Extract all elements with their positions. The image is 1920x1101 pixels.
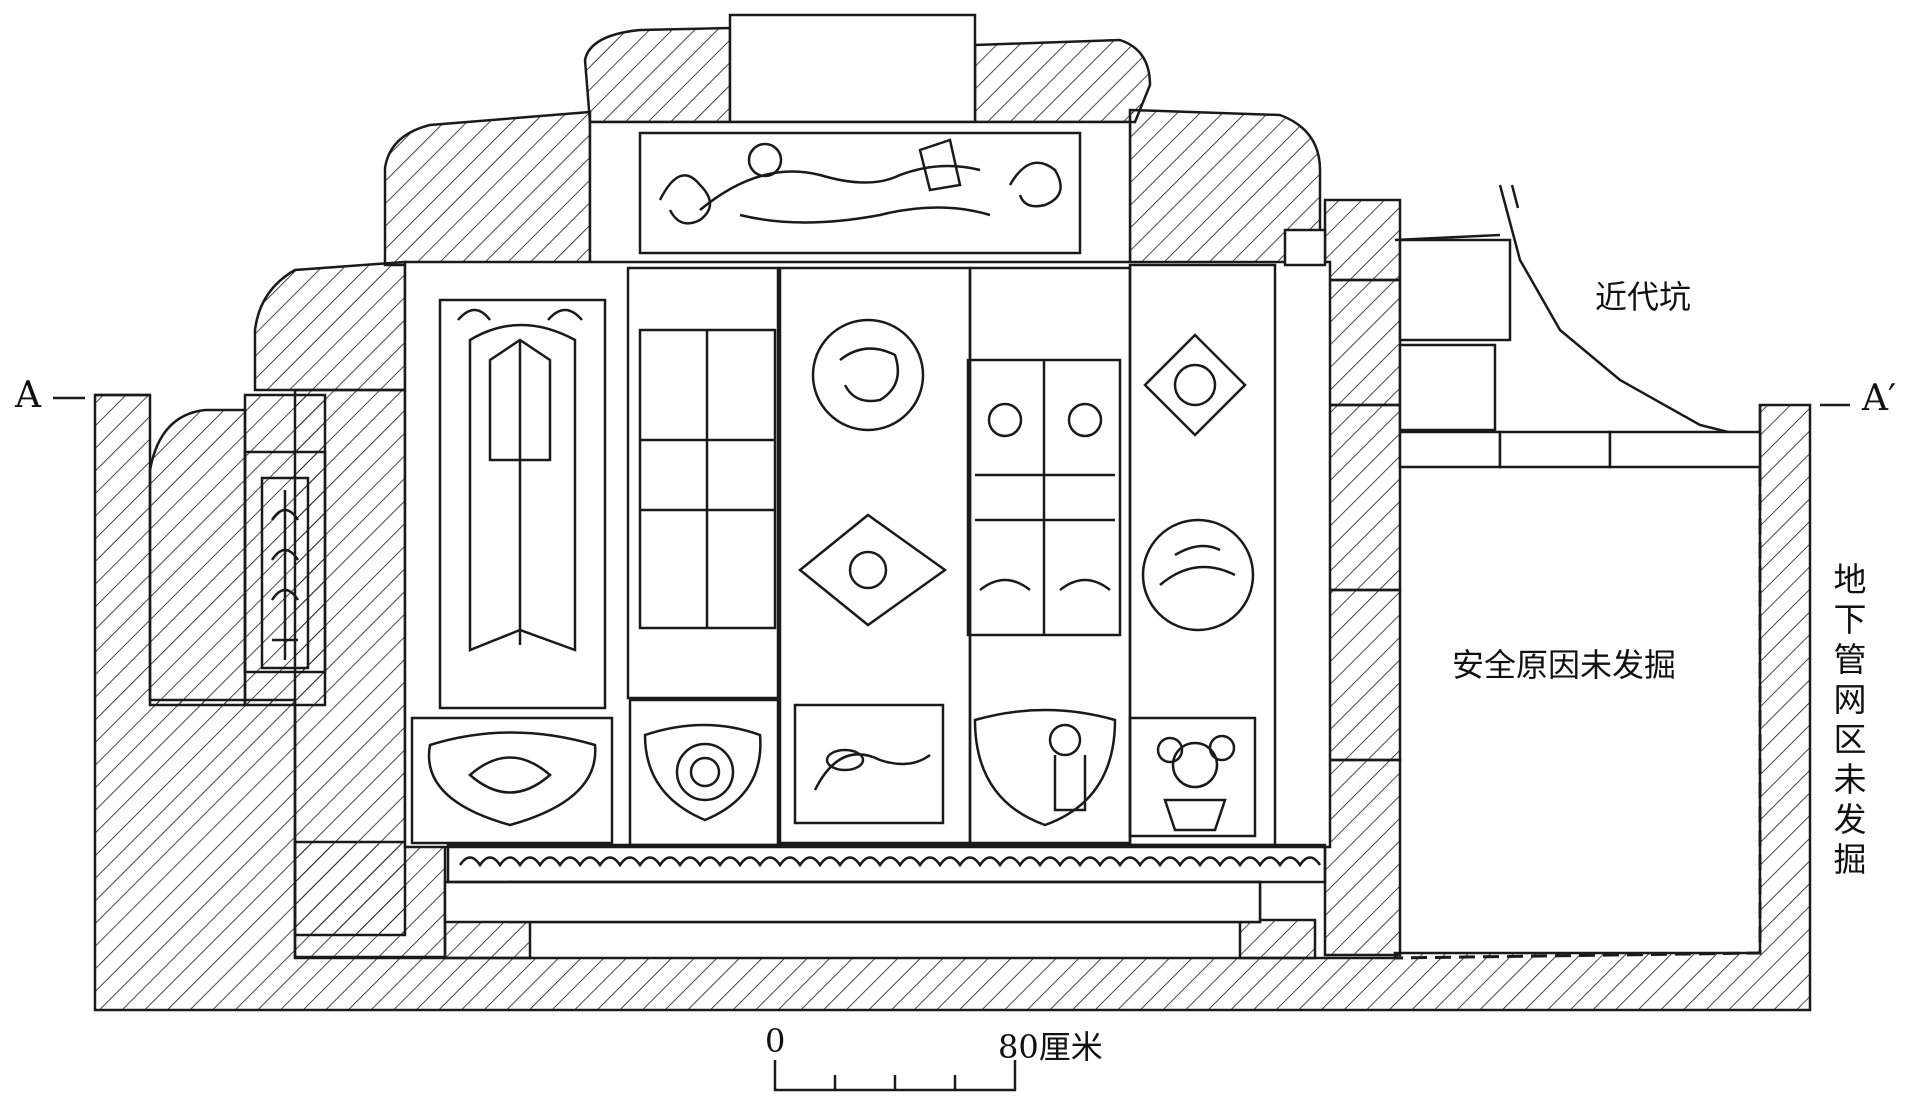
scale-bar-start-label: 0 [765, 1022, 786, 1060]
unexcavated-safety-label: 安全原因未发掘 [1452, 646, 1677, 684]
scale-bar-end-label: 80厘米 [998, 1028, 1103, 1066]
carved-panels [243, 263, 1327, 884]
modern-pit-label: 近代坑 [1595, 278, 1692, 316]
section-markers [53, 396, 1850, 407]
tomb-outline-blocks [403, 13, 1762, 924]
section-label-right: A′ [1862, 378, 1897, 419]
section-label-left: A [15, 375, 41, 416]
flying-apsara-relief [638, 131, 1082, 255]
unexcavated-pipes-label: 地下管网区未发掘 [1833, 560, 1867, 879]
tomb-stone-blocks [148, 26, 1402, 960]
scale-bar [773, 1060, 1017, 1092]
unexcavated-boundary [1394, 470, 1762, 960]
